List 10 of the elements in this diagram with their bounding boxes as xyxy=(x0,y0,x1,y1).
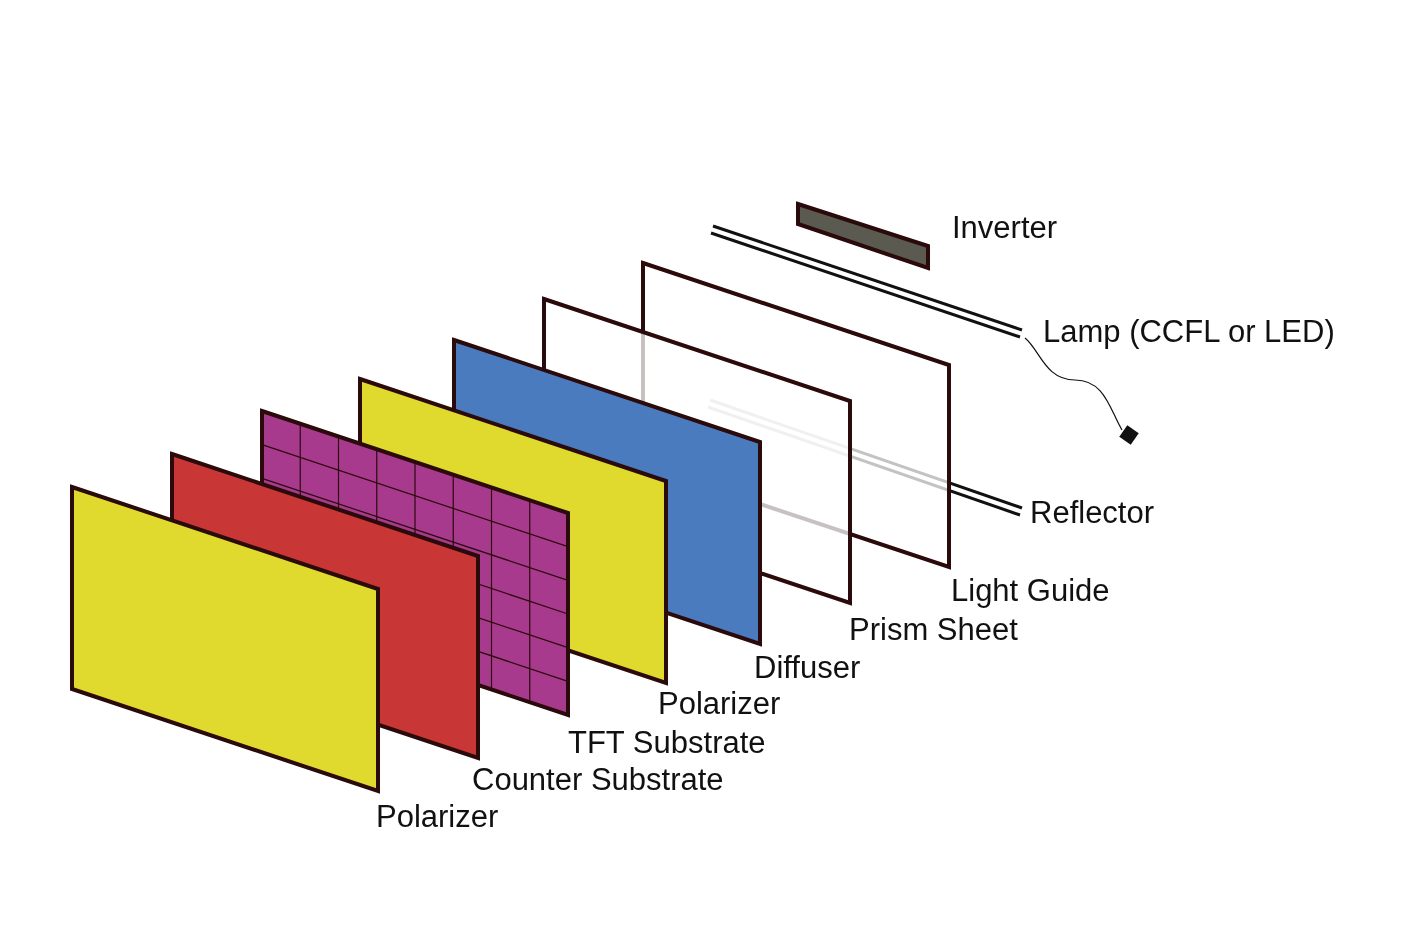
layer-label: Light Guide xyxy=(951,573,1110,609)
layer-label: Inverter xyxy=(952,210,1058,246)
layer-label: Lamp (CCFL or LED) xyxy=(1043,314,1335,350)
layer-label: TFT Substrate xyxy=(568,725,766,761)
layer-label: Reflector xyxy=(1030,495,1155,531)
layer-label: Polarizer xyxy=(376,799,499,835)
layer-label: Prism Sheet xyxy=(849,612,1018,648)
layer-label: Counter Substrate xyxy=(472,762,724,798)
layer-label: Diffuser xyxy=(754,650,861,686)
layer-label: Polarizer xyxy=(658,686,781,722)
